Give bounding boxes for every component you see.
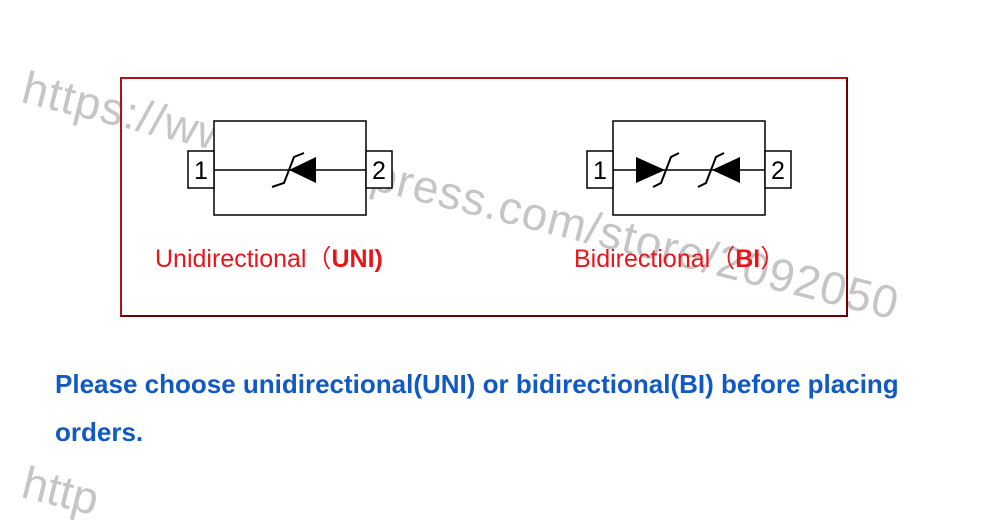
bi-pin1-box [586,150,614,189]
uni-pin2-box [365,150,393,189]
bi-label-paren-close: ） [760,245,786,273]
bi-label-abbr: BI [735,245,761,273]
bi-pin1-label: 1 [593,157,607,185]
uni-label-paren-close: ) [374,245,383,273]
uni-pin1-box [187,150,215,189]
bi-pin2-box [764,150,792,189]
bi-label: Bidirectional（BI） [574,247,785,272]
uni-pin2-label: 2 [372,157,386,185]
bi-body [612,120,766,216]
order-note: Please choose unidirectional(UNI) or bid… [55,369,899,447]
uni-symbol: 1 2 [187,120,393,216]
bi-zener-bar-left [652,152,680,188]
uni-label-abbr: UNI [331,245,375,273]
bi-diode-left-triangle [636,157,665,183]
bi-label-text: Bidirectional [574,245,711,273]
bi-zener-bar-right [697,152,725,188]
bi-label-paren-open: （ [710,245,736,273]
uni-zener-bar [271,152,305,188]
uni-label: Unidirectional（UNI) [155,247,383,272]
uni-label-paren-open: （ [306,245,332,273]
uni-label-text: Unidirectional [155,245,307,273]
watermark-fragment: http [17,455,105,525]
bi-pin2-label: 2 [771,157,785,185]
diagram-svg: 1 2 1 2 [187,120,792,216]
uni-pin1-label: 1 [194,157,208,185]
diagram-frame: 1 2 1 2 Unidirectional（UNI) Bidirectiona… [120,77,848,317]
bi-symbol: 1 2 [586,120,792,216]
uni-diode-triangle [289,157,316,183]
bi-diode-right-triangle [712,157,740,183]
